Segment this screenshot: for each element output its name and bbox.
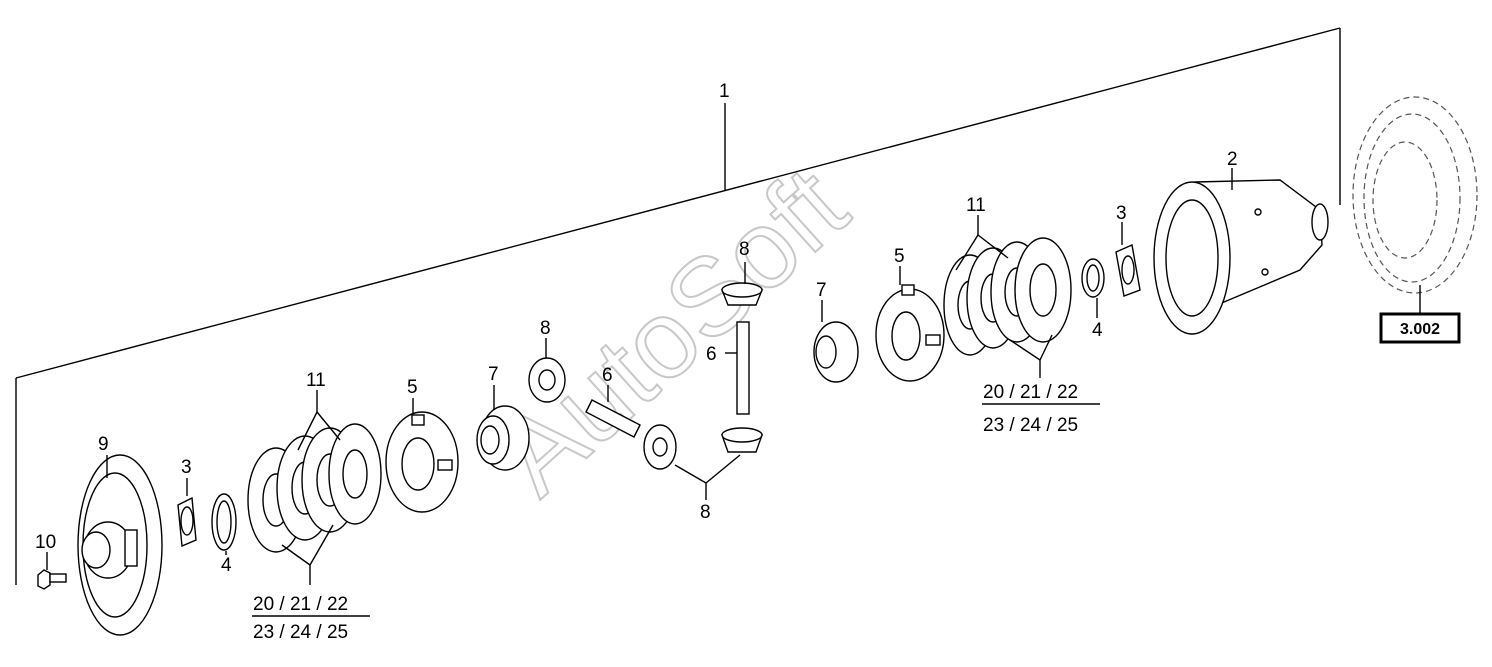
label-assembly: 1: [719, 81, 730, 102]
fraction-label-left: 20 / 21 / 22 23 / 24 / 25: [252, 594, 370, 643]
pinion-gear-upper-right: [720, 262, 764, 306]
ring-gear-reference: [1352, 96, 1478, 314]
label-pinion-lower: 8: [700, 502, 711, 523]
cross-shaft-left: [585, 385, 641, 438]
thrust-washer-left: [177, 478, 197, 548]
fraction-bottom-left: 23 / 24 / 25: [253, 622, 348, 643]
label-pressure-ring-right: 5: [894, 246, 905, 267]
label-clutch-pack-left: 11: [306, 370, 326, 391]
label-bolt: 10: [35, 532, 56, 553]
reference-box[interactable]: 3.002: [1379, 312, 1461, 344]
label-ring-right: 4: [1092, 320, 1103, 341]
label-pressure-ring-left: 5: [407, 377, 418, 398]
label-flange: 9: [98, 434, 109, 455]
label-shaft-right: 6: [706, 344, 717, 365]
label-case: 2: [1227, 149, 1238, 170]
pinion-gear-upper-left: [528, 338, 566, 403]
label-pinion-upper-right: 8: [739, 239, 750, 260]
fraction-bottom-right: 23 / 24 / 25: [983, 415, 1078, 436]
part-labels: 1 2 3 3 4 4 5 5 6 6 7 7 8 8 8 9 10 11 11: [35, 81, 1238, 576]
label-ring-left: 4: [221, 555, 232, 576]
differential-case: [1153, 168, 1329, 335]
pressure-ring-right: [875, 266, 945, 382]
fraction-top-right: 20 / 21 / 22: [983, 382, 1078, 403]
side-gear-right: [813, 300, 859, 383]
label-washer-left: 3: [181, 457, 192, 478]
bolt-part: [37, 552, 67, 590]
ring-left: [211, 493, 237, 555]
clutch-pack-right: [943, 215, 1072, 378]
pinion-gear-lower-left: [643, 424, 677, 470]
pinion-gear-lower-right: [674, 427, 763, 500]
fraction-top-left: 20 / 21 / 22: [253, 594, 348, 615]
side-gear-left: [476, 385, 530, 471]
flange-part: [77, 454, 163, 636]
assembly-bracket: [15, 27, 1341, 585]
label-clutch-pack-right: 11: [966, 195, 986, 216]
cross-shaft-right: [725, 321, 750, 415]
thrust-washer-right: [1115, 222, 1141, 297]
label-side-gear-right: 7: [816, 280, 827, 301]
fraction-label-right: 20 / 21 / 22 23 / 24 / 25: [982, 382, 1100, 436]
label-side-gear-left: 7: [488, 364, 499, 385]
ring-right: [1081, 258, 1105, 318]
label-washer-right: 3: [1116, 203, 1127, 224]
label-pinion-upper-left: 8: [540, 318, 551, 339]
label-shaft-left: 6: [602, 365, 613, 386]
clutch-pack-left: [247, 390, 382, 585]
reference-box-label[interactable]: 3.002: [1400, 321, 1440, 338]
pressure-ring-left: [385, 398, 459, 513]
